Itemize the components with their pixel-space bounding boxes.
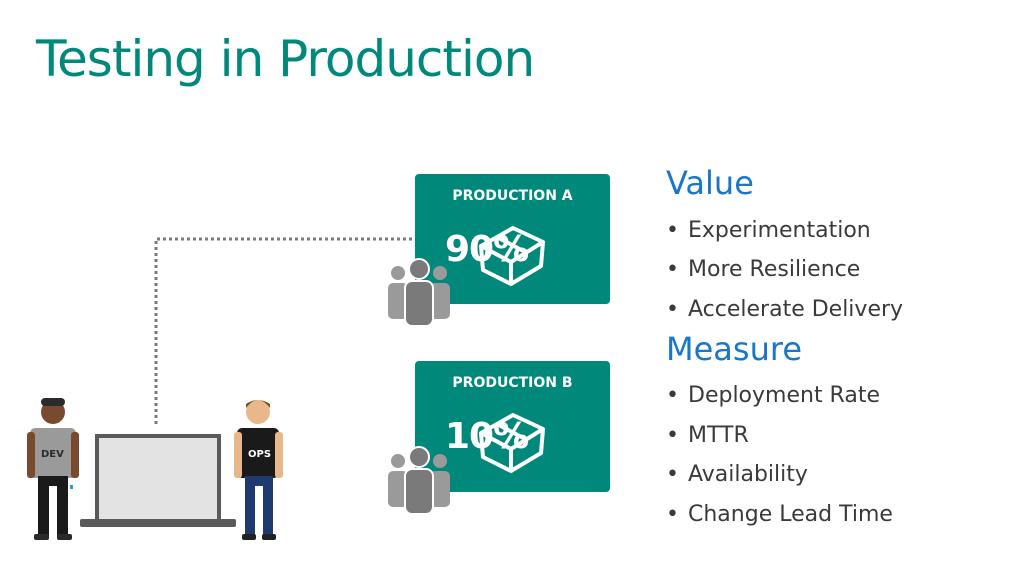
value-item: •More Resilience (666, 257, 860, 282)
measure-item: •Change Lead Time (666, 502, 893, 527)
measure-item: •Deployment Rate (666, 383, 880, 408)
measure-heading: Measure (666, 330, 802, 368)
measure-item: •Availability (666, 462, 808, 487)
users-group-icon (388, 447, 450, 514)
users-group-icon (388, 259, 450, 326)
measure-item: •MTTR (666, 423, 749, 448)
value-item: •Accelerate Delivery (666, 297, 903, 322)
value-item: •Experimentation (666, 218, 871, 243)
value-heading: Value (666, 164, 754, 202)
